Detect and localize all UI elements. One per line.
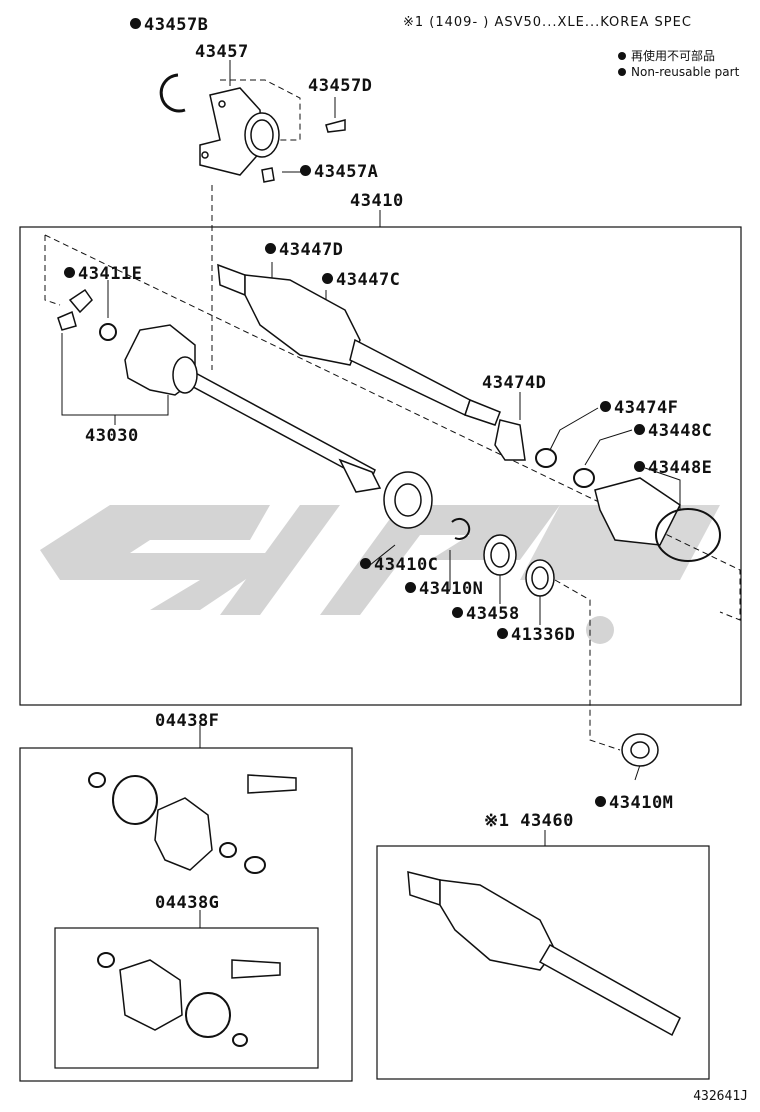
illustration-code: 432641J bbox=[693, 1089, 748, 1104]
part-43411E[interactable]: 43411E bbox=[64, 266, 142, 283]
nonreusable-icon bbox=[497, 628, 508, 639]
part-number: 43457 bbox=[195, 42, 249, 62]
bullet-icon bbox=[618, 52, 626, 60]
nonreusable-icon bbox=[405, 582, 416, 593]
nonreusable-icon bbox=[322, 273, 333, 284]
outer-joint bbox=[217, 263, 721, 562]
alt-shaft-frame bbox=[376, 845, 710, 1080]
seal-43410M bbox=[621, 733, 659, 767]
part-number: 43410 bbox=[350, 191, 404, 211]
drive-shaft bbox=[57, 288, 555, 597]
nonreusable-icon bbox=[64, 267, 75, 278]
part-43410N[interactable]: 43410N bbox=[405, 581, 483, 598]
part-number: 43411E bbox=[78, 264, 143, 284]
part-43030[interactable]: 43030 bbox=[85, 428, 139, 445]
part-43457B[interactable]: 43457B bbox=[130, 17, 208, 34]
nonreusable-icon bbox=[265, 243, 276, 254]
part-number: 43457D bbox=[308, 76, 373, 96]
part-number: 43457A bbox=[314, 162, 379, 182]
part-number: 43447D bbox=[279, 240, 344, 260]
part-41336D[interactable]: 41336D bbox=[497, 627, 575, 644]
boot-kit-f bbox=[88, 772, 297, 874]
nonreusable-icon bbox=[600, 401, 611, 412]
boot-kit-g bbox=[97, 952, 281, 1047]
part-04438G[interactable]: 04438G bbox=[155, 895, 219, 912]
alt-drive-shaft bbox=[407, 871, 681, 1037]
nonreusable-icon bbox=[300, 165, 311, 176]
part-43447D[interactable]: 43447D bbox=[265, 242, 343, 259]
kit-frame-f bbox=[19, 747, 353, 1082]
part-number: 43474F bbox=[614, 398, 679, 418]
main-frame bbox=[19, 226, 742, 706]
legend-en-text: Non-reusable part bbox=[631, 65, 740, 79]
part-43457[interactable]: 43457 bbox=[195, 44, 249, 61]
part-43448C[interactable]: 43448C bbox=[634, 423, 712, 440]
kit-frame-g bbox=[54, 927, 319, 1069]
legend-ja: 再使用不可部品 bbox=[618, 47, 715, 64]
part-number: 43458 bbox=[466, 604, 520, 624]
nonreusable-icon bbox=[634, 461, 645, 472]
part-43474F[interactable]: 43474F bbox=[600, 400, 678, 417]
part-43457A[interactable]: 43457A bbox=[300, 164, 378, 181]
part-number: 04438G bbox=[155, 893, 220, 913]
part-43458[interactable]: 43458 bbox=[452, 606, 520, 623]
part-number: 43457B bbox=[144, 15, 209, 35]
part-43410C[interactable]: 43410C bbox=[360, 557, 438, 574]
nonreusable-icon bbox=[634, 424, 645, 435]
part-number: 41336D bbox=[511, 625, 576, 645]
part-number: 43448E bbox=[648, 458, 713, 478]
bearing-bracket bbox=[159, 73, 346, 183]
part-04438F[interactable]: 04438F bbox=[155, 713, 219, 730]
part-number: 43474D bbox=[482, 373, 547, 393]
part-43447C[interactable]: 43447C bbox=[322, 272, 400, 289]
bullet-icon bbox=[618, 68, 626, 76]
part-43457D[interactable]: 43457D bbox=[308, 78, 372, 95]
part-43460[interactable]: ※1 43460 bbox=[484, 813, 574, 830]
part-43410M[interactable]: 43410M bbox=[595, 795, 673, 812]
part-number: 43410N bbox=[419, 579, 484, 599]
part-number: 43448C bbox=[648, 421, 713, 441]
part-43448E[interactable]: 43448E bbox=[634, 460, 712, 477]
nonreusable-icon bbox=[452, 607, 463, 618]
nonreusable-icon bbox=[130, 18, 141, 29]
legend-ja-text: 再使用不可部品 bbox=[631, 49, 716, 63]
nonreusable-icon bbox=[595, 796, 606, 807]
legend-en: Non-reusable part bbox=[618, 65, 739, 79]
part-number: 43447C bbox=[336, 270, 401, 290]
part-43474D[interactable]: 43474D bbox=[482, 375, 546, 392]
part-number: 43030 bbox=[85, 426, 139, 446]
part-number: 43410C bbox=[374, 555, 439, 575]
part-number: ※1 43460 bbox=[484, 811, 574, 831]
part-43410[interactable]: 43410 bbox=[350, 193, 404, 210]
nonreusable-icon bbox=[360, 558, 371, 569]
part-number: 43410M bbox=[609, 793, 674, 813]
part-number: 04438F bbox=[155, 711, 220, 731]
spec-note: ※1 (1409- ) ASV50...XLE...KOREA SPEC bbox=[403, 15, 692, 30]
